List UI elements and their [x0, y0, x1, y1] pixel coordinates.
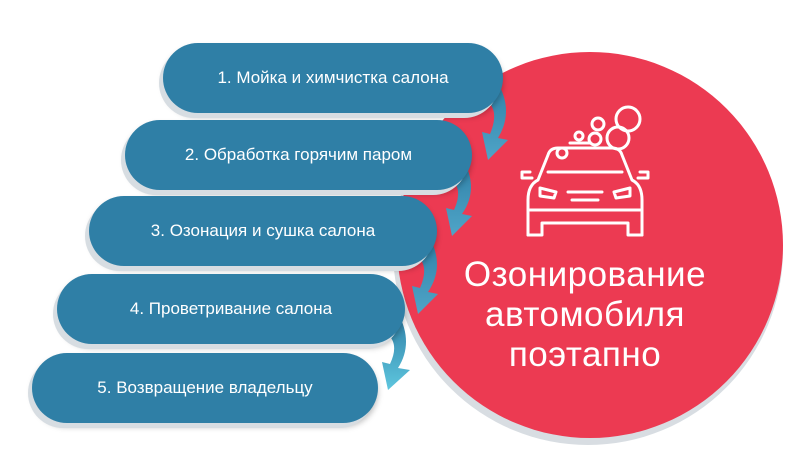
step-4-label: 4. Проветривание салона — [129, 299, 333, 318]
title-line-2: автомобиля — [485, 295, 685, 334]
step-3-pill: 3. Озонация и сушка салона — [89, 196, 437, 266]
step-2-label: 2. Обработка горячим паром — [184, 145, 413, 164]
step-4-pill: 4. Проветривание салона — [57, 274, 405, 344]
title-line-1: Озонирование — [463, 255, 707, 294]
step-1-label: 1. Мойка и химчистка салона — [217, 68, 449, 87]
step-3-label: 3. Озонация и сушка салона — [150, 221, 376, 240]
step-5-pill: 5. Возвращение владельцу — [32, 353, 378, 423]
car-wash-icon — [520, 105, 650, 237]
step-1-pill: 1. Мойка и химчистка салона — [163, 43, 503, 113]
step-2-pill: 2. Обработка горячим паром — [125, 120, 472, 190]
circle-title: Озонирование автомобиля поэтапно — [430, 255, 740, 375]
title-line-3: поэтапно — [508, 335, 662, 374]
step-5-label: 5. Возвращение владельцу — [97, 378, 313, 397]
